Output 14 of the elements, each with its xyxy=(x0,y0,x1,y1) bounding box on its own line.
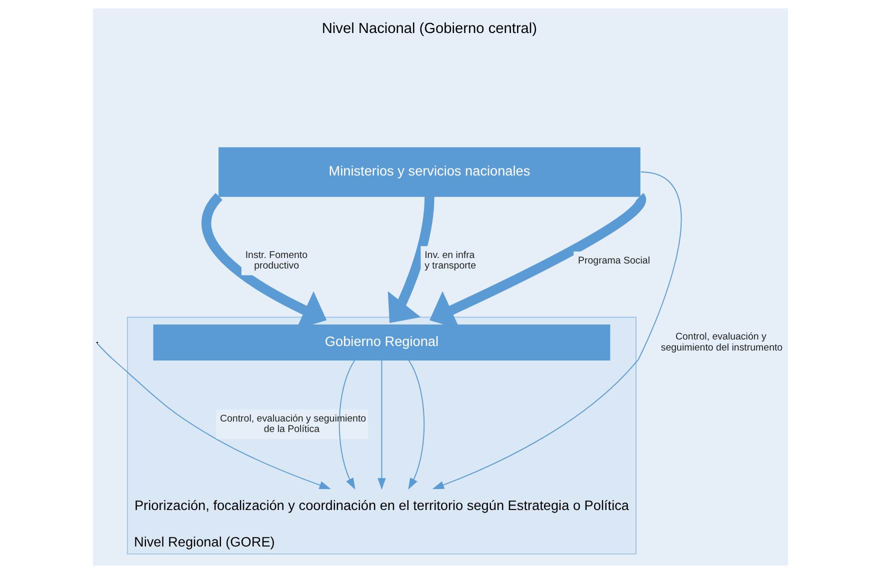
edge-label: Inv. en infra y transporte xyxy=(424,250,476,272)
arrow xyxy=(432,172,682,490)
node-text: Priorización, focalización y coordinación en el territorio según Estrategia o Política xyxy=(134,498,629,513)
edge-label: Programa Social xyxy=(578,256,650,267)
node-box: Ministerios y servicios nacionales xyxy=(218,147,640,197)
arrow xyxy=(377,360,386,490)
arrow xyxy=(408,360,424,490)
arrow xyxy=(96,343,331,490)
edge-label: Instr. Fomento productivo xyxy=(244,250,308,272)
arrow xyxy=(338,360,355,490)
node-box: Gobierno Regional xyxy=(152,324,610,361)
edge-label: Control, evaluación y seguimiento del instrumento xyxy=(660,332,782,354)
label: Nivel Nacional (Gobierno central) xyxy=(321,21,537,38)
arrow xyxy=(387,196,434,324)
